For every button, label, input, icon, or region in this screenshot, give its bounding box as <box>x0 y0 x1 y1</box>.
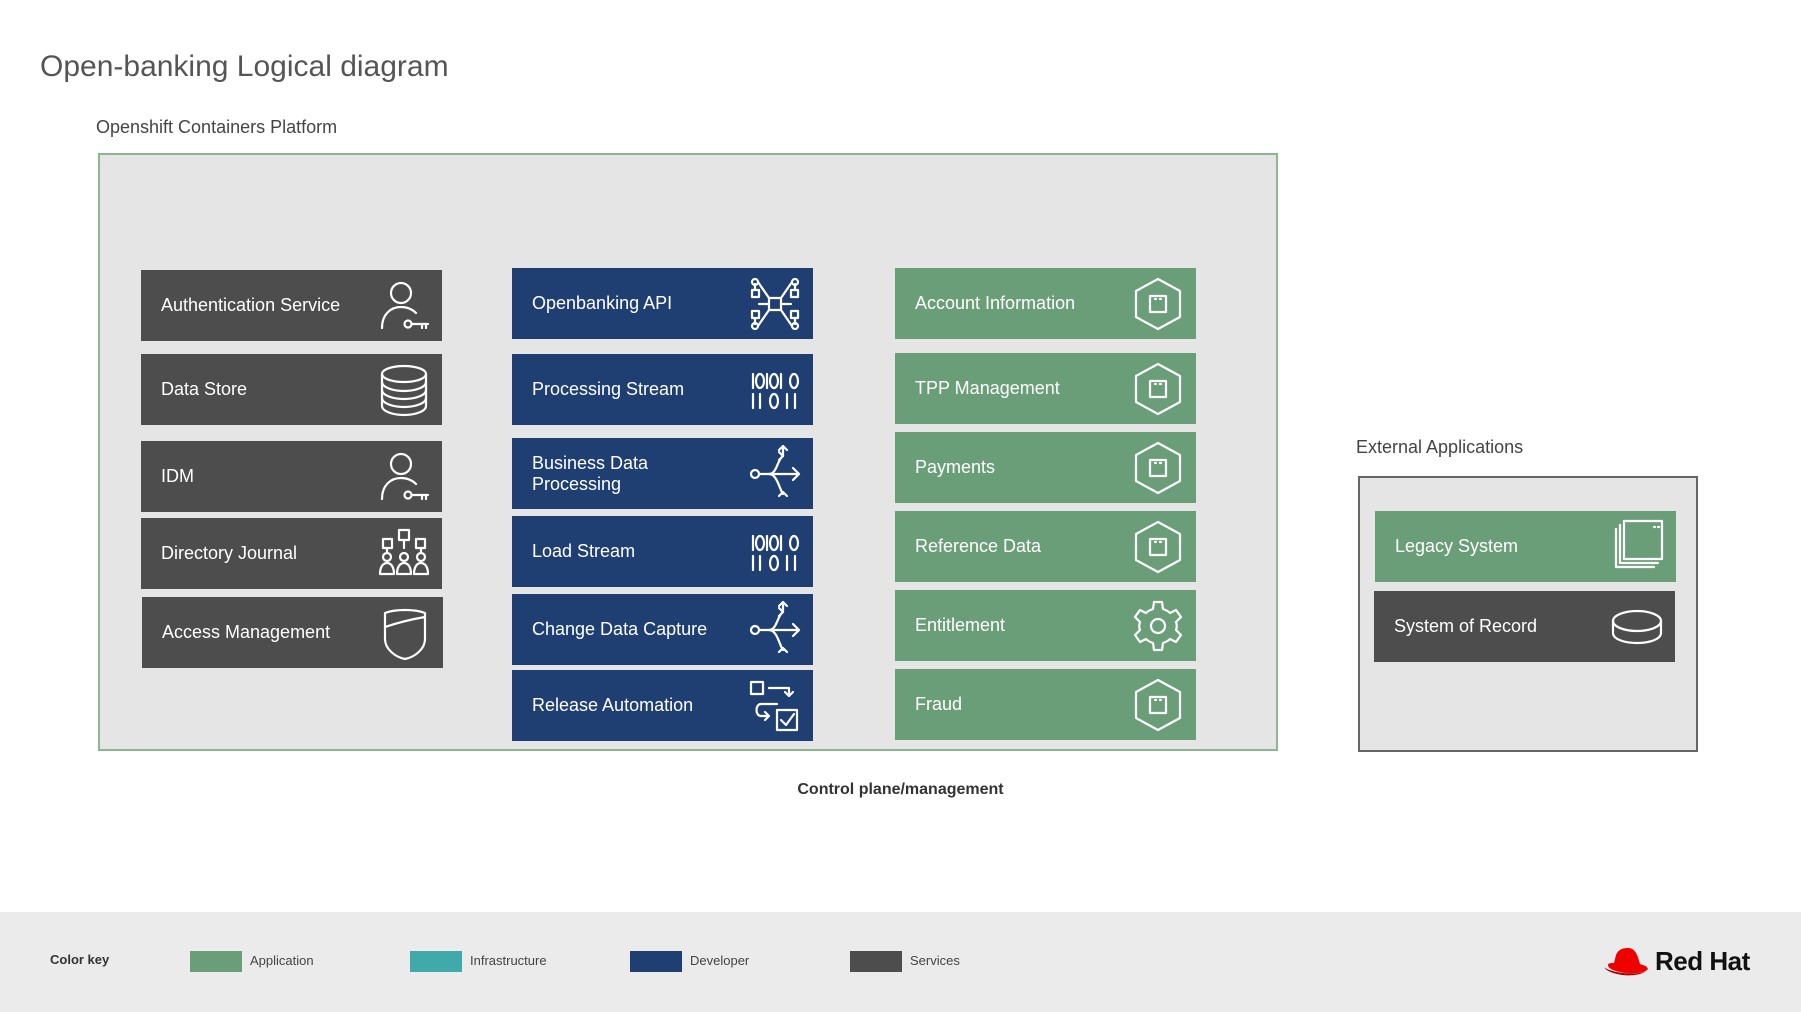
box-openbanking-api[interactable]: Openbanking API <box>512 268 813 339</box>
gear-icon <box>1128 596 1188 656</box>
hexagon-box-icon <box>1128 274 1188 334</box>
swatch-infrastructure <box>410 951 462 972</box>
hexagon-box-icon <box>1128 359 1188 419</box>
hexagon-box-icon <box>1128 517 1188 577</box>
swatch-developer <box>630 951 682 972</box>
binary-icon <box>745 522 805 582</box>
box-tpp-management[interactable]: TPP Management <box>895 353 1196 424</box>
automation-icon <box>745 676 805 736</box>
box-label: Directory Journal <box>161 543 298 563</box>
swatch-label-services: Services <box>910 953 960 968</box>
box-label: Change Data Capture <box>532 619 708 639</box>
box-access-management[interactable]: Access Management <box>142 597 443 668</box>
box-payments[interactable]: Payments <box>895 432 1196 503</box>
split-arrows-icon <box>745 600 805 660</box>
box-change-data-capture[interactable]: Change Data Capture <box>512 594 813 665</box>
org-chart-icon <box>374 524 434 584</box>
disk-icon <box>1607 597 1667 657</box>
swatch-application <box>190 951 242 972</box>
box-label: Fraud <box>915 694 963 714</box>
external-apps-label: External Applications <box>1356 437 1524 457</box>
box-authentication-service[interactable]: Authentication Service <box>141 270 442 341</box>
api-nodes-icon <box>745 274 805 334</box>
platform-label: Openshift Containers Platform <box>96 117 338 137</box>
swatch-label-infrastructure: Infrastructure <box>470 953 547 968</box>
user-key-icon <box>374 447 434 507</box>
swatch-label-developer: Developer <box>690 953 750 968</box>
box-legacy-system[interactable]: Legacy System <box>1375 511 1676 582</box>
box-label: Data Store <box>161 379 248 399</box>
box-reference-data[interactable]: Reference Data <box>895 511 1196 582</box>
box-label: TPP Management <box>915 378 1060 398</box>
box-label: IDM <box>161 466 194 486</box>
swatch-services <box>850 951 902 972</box>
database-icon <box>374 360 434 420</box>
box-account-information[interactable]: Account Information <box>895 268 1196 339</box>
box-label: Load Stream <box>532 541 636 561</box>
swatch-label-application: Application <box>250 953 314 968</box>
box-idm[interactable]: IDM <box>141 441 442 512</box>
box-label: Authentication Service <box>161 295 341 315</box>
box-label: Legacy System <box>1395 536 1519 556</box>
box-label: Release Automation <box>532 695 694 715</box>
box-label: Business Data Processing <box>532 452 649 494</box>
redhat-wordmark: Red Hat <box>1655 946 1750 976</box>
box-load-stream[interactable]: Load Stream <box>512 516 813 587</box>
binary-icon <box>745 360 805 420</box>
box-directory-journal[interactable]: Directory Journal <box>141 518 442 589</box>
split-arrows-icon <box>745 444 805 504</box>
box-release-automation[interactable]: Release Automation <box>512 670 813 741</box>
box-entitlement[interactable]: Entitlement <box>895 590 1196 661</box>
box-label: Payments <box>915 457 996 477</box>
box-label: Access Management <box>162 622 331 642</box>
control-plane-label: Control plane/management <box>797 781 1004 798</box>
stacked-windows-icon <box>1608 517 1668 577</box>
box-system-of-record[interactable]: System of Record <box>1374 591 1675 662</box>
shield-icon <box>375 603 435 663</box>
box-label: System of Record <box>1394 616 1538 636</box>
box-label: Openbanking API <box>532 293 673 313</box>
color-key-title: Color key <box>50 952 110 967</box>
box-label: Reference Data <box>915 536 1042 556</box>
hexagon-box-icon <box>1128 675 1188 735</box>
box-business-data-processing[interactable]: Business Data Processing <box>512 438 813 509</box>
box-label: Account Information <box>915 293 1076 313</box>
box-data-store[interactable]: Data Store <box>141 354 442 425</box>
box-fraud[interactable]: Fraud <box>895 669 1196 740</box>
user-key-icon <box>374 276 434 336</box>
redhat-hat-logo-icon <box>1602 943 1650 979</box>
page-title: Open-banking Logical diagram <box>40 50 449 83</box>
hexagon-box-icon <box>1128 438 1188 498</box>
box-label: Entitlement <box>915 615 1006 635</box>
box-processing-stream[interactable]: Processing Stream <box>512 354 813 425</box>
box-label: Processing Stream <box>532 379 685 399</box>
